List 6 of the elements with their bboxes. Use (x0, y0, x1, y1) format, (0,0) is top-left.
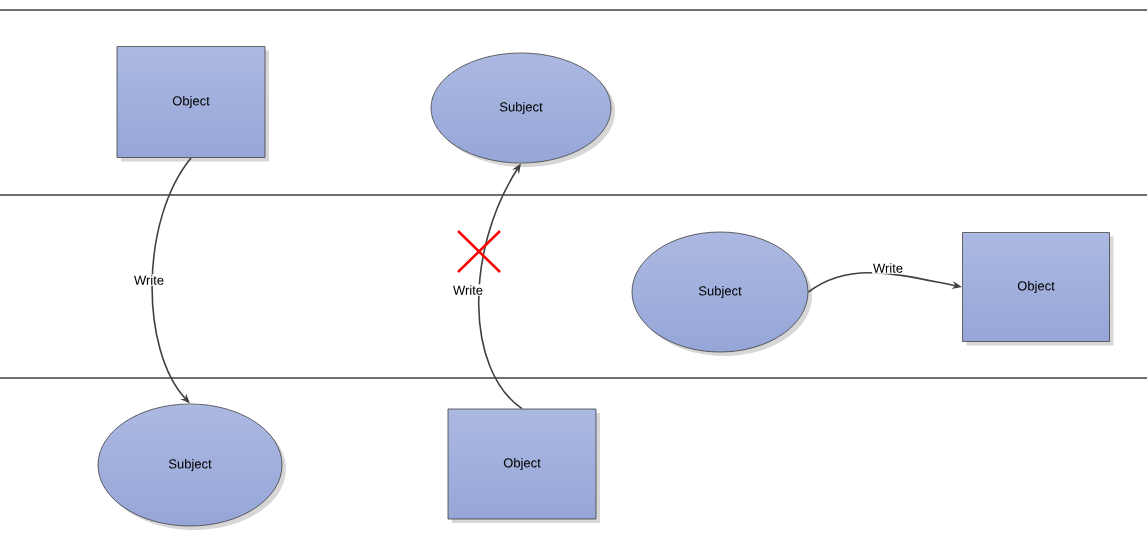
object-box: Object (962, 232, 1114, 346)
edge-label: Write (451, 284, 485, 296)
object-box: Object (116, 46, 269, 162)
object-box: Object (447, 408, 600, 523)
edge-label: Write (871, 262, 905, 274)
edge-label: Write (132, 274, 166, 286)
